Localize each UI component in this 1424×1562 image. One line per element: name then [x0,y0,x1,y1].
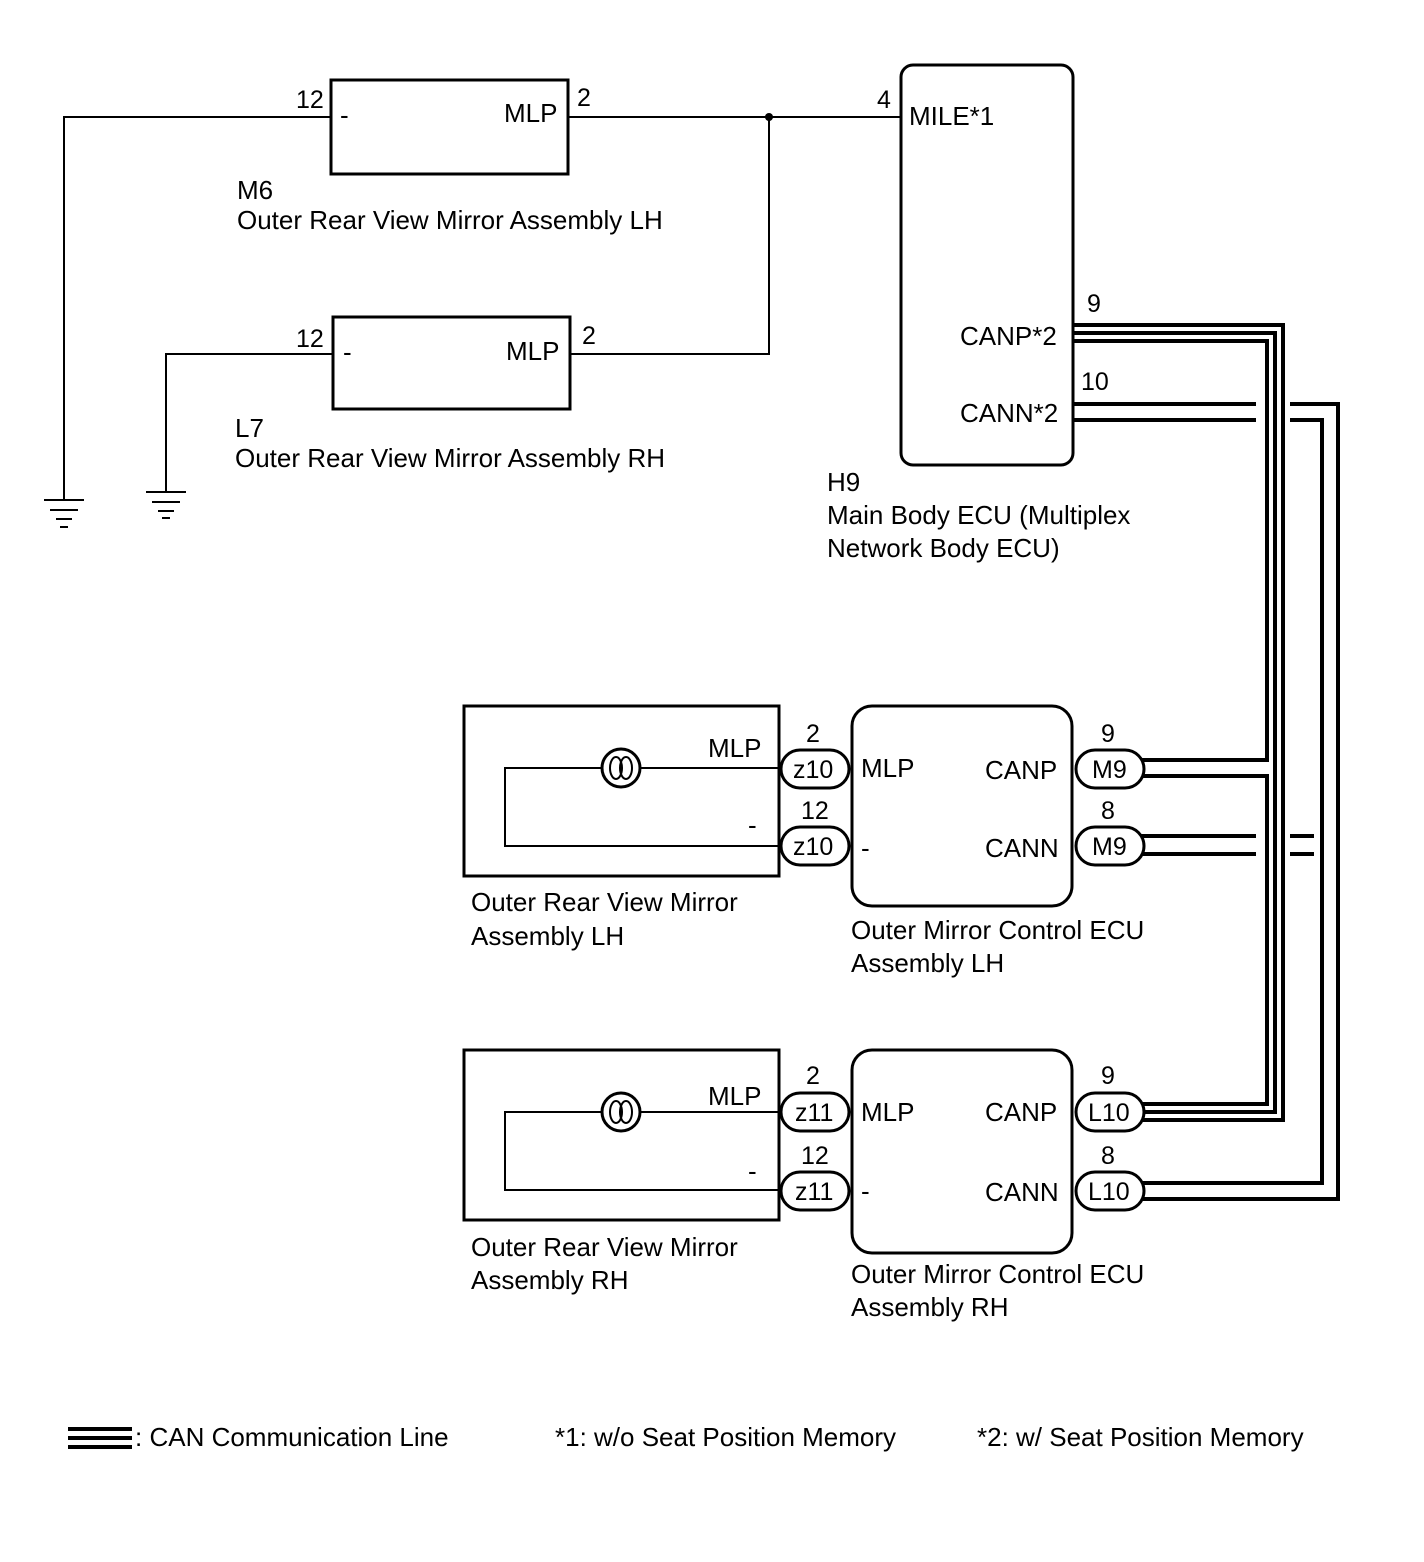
ecu-rh-name-line1: Outer Mirror Control ECU [851,1259,1144,1289]
ecu-lh-mlp-terminal: MLP [861,753,914,783]
h9-name-line1: Main Body ECU (Multiplex [827,500,1130,530]
ecu-lh-right-conn-bottom-label: M9 [1092,833,1127,861]
mirror-rh-component: MLP - Outer Rear View Mirror Assembly RH [462,1048,781,1295]
ecu-rh-left-pin-top: 2 [806,1062,820,1090]
ecu-lh-conn-z10-bottom [779,825,851,867]
legend-note-1: *1: w/o Seat Position Memory [555,1422,896,1452]
ecu-rh-conn-l10-bottom [1074,1170,1146,1212]
mirror-rh-minus-terminal: - [748,1156,757,1186]
legend-note-2: *2: w/ Seat Position Memory [977,1422,1304,1452]
ecu-lh-canp-terminal: CANP [985,755,1057,785]
ecu-lh-right-pin-bottom: 8 [1101,797,1115,825]
ecu-lh-minus-terminal: - [861,833,870,863]
h9-mile-terminal: MILE*1 [909,101,994,131]
mirror-rh-heater-icon [600,1091,642,1133]
mirror-lh-box [462,704,781,878]
m6-left-pin: 12 [296,86,324,114]
ground-symbol-l7 [146,491,186,519]
m6-mlp-terminal: MLP [504,98,557,128]
l7-name: Outer Rear View Mirror Assembly RH [235,443,665,473]
can-line-legend-icon [68,1427,132,1449]
ecu-rh-left-conn-bottom-label: z11 [795,1178,833,1206]
ecu-rh-conn-l10-top [1074,1091,1146,1133]
l7-mlp-terminal: MLP [506,336,559,366]
l7-left-pin: 12 [296,325,324,353]
m6-box [329,78,570,176]
ecu-lh-left-pin-bottom: 12 [801,797,829,825]
h9-canp-terminal: CANP*2 [960,321,1057,351]
ecu-rh-name-line2: Assembly RH [851,1292,1008,1322]
l7-component: 12 - MLP 2 L7 Outer Rear View Mirror Ass… [165,315,665,492]
mirror-lh-heater-icon [600,747,642,789]
ecu-rh-canp-terminal: CANP [985,1097,1057,1127]
m6-name: Outer Rear View Mirror Assembly LH [237,205,663,235]
ecu-rh-right-conn-bottom-label: L10 [1088,1178,1130,1206]
can-bus-lines [1073,323,1340,1201]
l7-box [331,315,572,411]
ground-symbol-m6 [44,499,84,528]
h9-name-line2: Network Body ECU) [827,533,1060,563]
ecu-rh-box [850,1048,1074,1255]
ecu-rh-conn-z11-bottom [779,1170,851,1212]
h9-canp-pin: 9 [1087,290,1101,318]
ecu-rh-mlp-terminal: MLP [861,1097,914,1127]
ecu-lh-conn-z10-top [779,748,851,790]
ecu-lh-name-line2: Assembly LH [851,948,1004,978]
l7-code: L7 [235,413,264,443]
mirror-lh-mlp-terminal: MLP [708,733,761,763]
l7-minus-terminal: - [343,337,352,367]
ecu-lh-cann-terminal: CANN [985,833,1059,863]
ecu-rh-left-pin-bottom: 12 [801,1142,829,1170]
m6-right-pin: 2 [577,84,591,112]
mirror-lh-minus-terminal: - [748,810,757,840]
ecu-rh-minus-terminal: - [861,1176,870,1206]
ecu-lh-right-pin-top: 9 [1101,720,1115,748]
h9-mile-pin: 4 [877,86,891,114]
ecu-lh-name-line1: Outer Mirror Control ECU [851,915,1144,945]
mlp-signal-wires [568,113,901,355]
h9-cann-pin: 10 [1081,368,1109,396]
ecu-lh-conn-m9-top [1074,748,1146,790]
ecu-lh-left-conn-bottom-label: z10 [793,833,833,861]
h9-component: 4 MILE*1 CANP*2 9 CANN*2 10 H9 Main Body… [827,63,1130,563]
legend: : CAN Communication Line *1: w/o Seat Po… [68,1422,1304,1452]
h9-box [899,63,1075,467]
ecu-lh-left-pin-top: 2 [806,720,820,748]
ecu-rh-right-pin-top: 9 [1101,1062,1115,1090]
l7-ground-wire [165,353,333,492]
h9-code: H9 [827,467,860,497]
ecu-lh-component: 2 12 z10 z10 9 8 M9 M9 MLP - CANP CANN O… [779,704,1146,978]
m6-minus-terminal: - [340,100,349,130]
mirror-lh-component: MLP - Outer Rear View Mirror Assembly LH [462,704,781,951]
mirror-rh-box [462,1048,781,1222]
m6-code: M6 [237,175,273,205]
ecu-lh-box [850,704,1074,908]
ecu-rh-left-conn-top-label: z11 [795,1099,833,1127]
ecu-rh-component: 2 12 z11 z11 9 8 L10 L10 MLP - CANP CANN… [779,1048,1146,1322]
ecu-lh-right-conn-top-label: M9 [1092,756,1127,784]
l7-right-pin: 2 [582,322,596,350]
mirror-lh-name-line1: Outer Rear View Mirror [471,887,738,917]
junction-dot [765,113,773,121]
m6-ground-wire [63,116,331,500]
ecu-rh-right-conn-top-label: L10 [1088,1099,1130,1127]
mirror-rh-name-line2: Assembly RH [471,1265,628,1295]
legend-can-line: : CAN Communication Line [135,1422,449,1452]
mirror-lh-name-line2: Assembly LH [471,921,624,951]
m6-component: 12 - MLP 2 M6 Outer Rear View Mirror Ass… [63,78,663,500]
ecu-lh-conn-m9-bottom [1074,825,1146,867]
h9-cann-terminal: CANN*2 [960,398,1058,428]
mirror-rh-mlp-terminal: MLP [708,1081,761,1111]
ecu-rh-cann-terminal: CANN [985,1177,1059,1207]
ecu-lh-left-conn-top-label: z10 [793,756,833,784]
ecu-rh-conn-z11-top [779,1091,851,1133]
ecu-rh-right-pin-bottom: 8 [1101,1142,1115,1170]
mirror-rh-name-line1: Outer Rear View Mirror [471,1232,738,1262]
